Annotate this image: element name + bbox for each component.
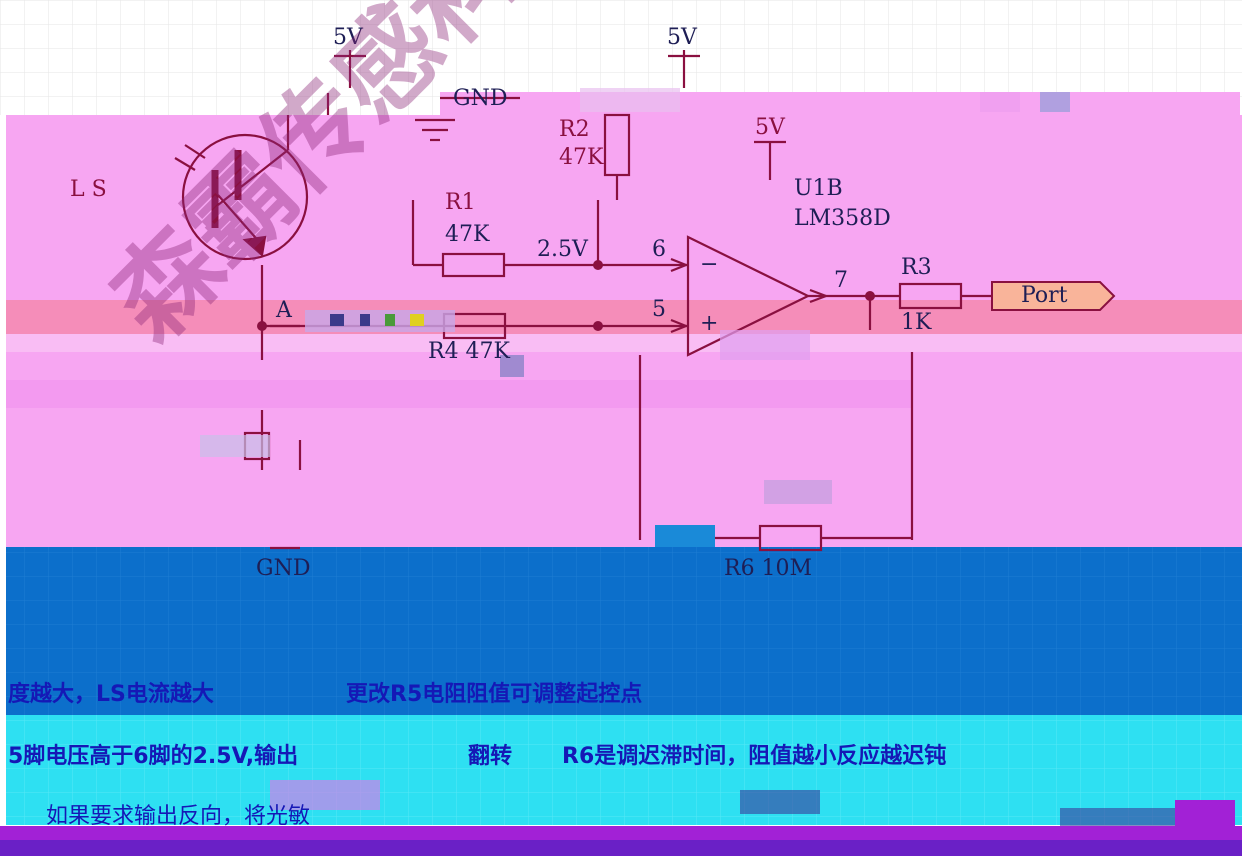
pin7-label: 7 [834,268,848,293]
node-a-label: A [276,298,292,323]
pin-plus-label: + [700,311,719,336]
noise-glitches [200,88,1235,826]
vcc-left-label: 5V [333,25,363,50]
port-label: Port [1021,283,1068,308]
opamp-ref: U1B [794,176,843,201]
r2-name: R2 [559,117,590,142]
vcc-mid-label: 5V [667,25,697,50]
r6-resistor [758,524,823,552]
junction-dot [593,260,603,270]
junction-dot [257,321,267,331]
ls-label: L S [70,177,107,202]
r3-resistor [898,282,963,310]
r6-label: R6 10M [724,556,813,581]
r1-value: 47K [445,222,490,247]
phototransistor-symbol [174,133,309,261]
r1-name: R1 [445,190,476,215]
ref-voltage-label: 2.5V [537,237,588,262]
pin5-label: 5 [652,297,666,322]
note-line3: 如果要求输出反向，将光敏 [46,804,311,829]
gnd-top-label: GND [453,86,508,111]
note-line1-left: 度越大，LS电流越大 [8,682,214,707]
junction-dot [865,291,875,301]
junction-dot [593,321,603,331]
gnd-bottom-label: GND [256,556,311,581]
r4-label: R4 47K [428,339,510,364]
r3-name: R3 [901,255,932,280]
note-line1-right: 更改R5电阻阻值可调整起控点 [346,682,643,707]
opamp-triangle [686,235,811,357]
r2-value: 47K [559,145,604,170]
note-line2-mid: 翻转 [468,744,513,769]
note-line2-right: R6是调迟滞时间，阻值越小反应越迟钝 [562,744,947,769]
r2-resistor [603,113,631,177]
pin-minus-label: − [700,252,719,277]
opamp-part: LM358D [794,206,891,231]
pin6-label: 6 [652,237,666,262]
vcc-opamp-label: 5V [755,115,785,140]
port-box [991,281,1116,311]
note-line2-left: 5脚电压高于6脚的2.5V,输出 [8,744,299,769]
r1-resistor [441,252,506,278]
r3-value: 1K [901,310,932,335]
